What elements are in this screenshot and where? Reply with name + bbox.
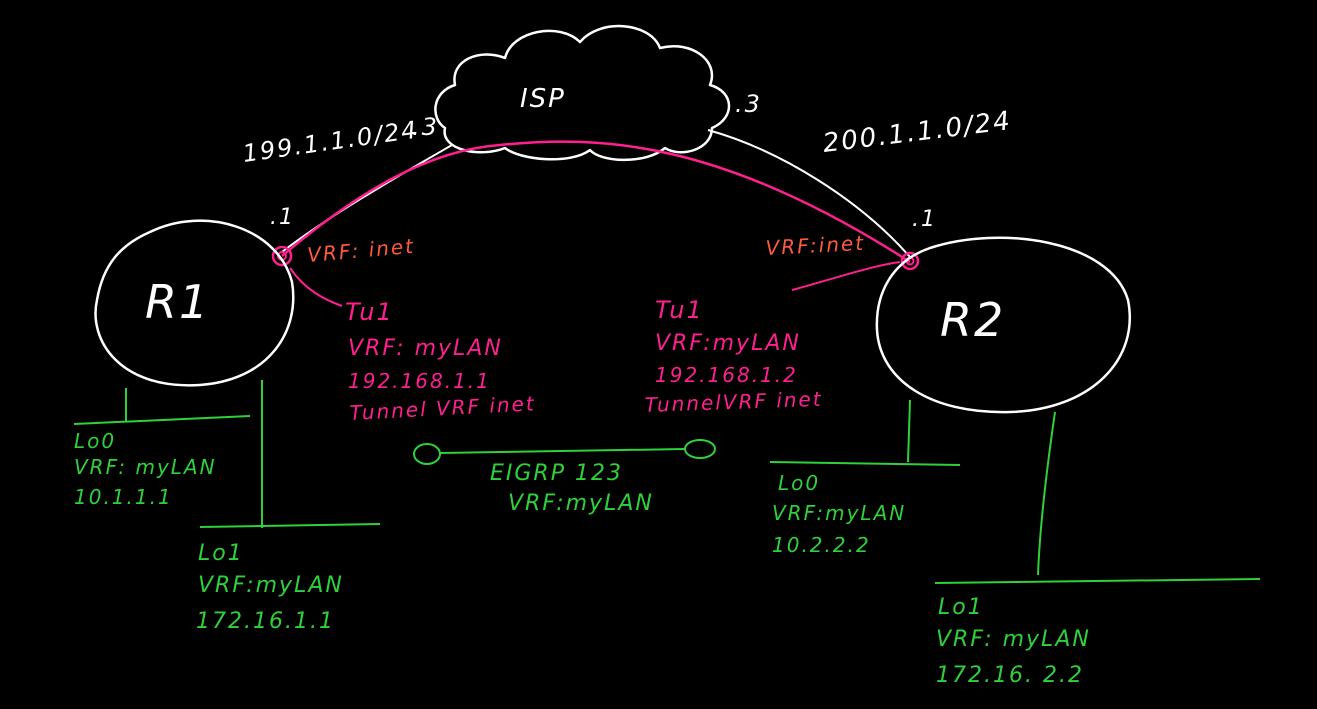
r1-tunnel-vrf: VRF: myLAN	[348, 336, 503, 361]
r2-tunnel-ip: 192.168.1.2	[655, 363, 798, 387]
r1-lo1-ip: 172.16.1.1	[196, 609, 335, 634]
r1-outside-interface	[271, 245, 293, 267]
eigrp-adjacency: EIGRP 123 VRF:myLAN	[413, 439, 716, 516]
r1-tunnel-name: Tu1	[345, 298, 394, 326]
r1-lo0-ip: 10.1.1.1	[74, 485, 173, 509]
r1-label: R1	[145, 275, 210, 329]
r2-tunnel-leader	[791, 261, 901, 291]
router-r2: R2	[875, 236, 1131, 414]
eigrp-process-label: EIGRP 123	[490, 461, 623, 486]
r1-lo0-vrf: VRF: myLAN	[74, 455, 217, 479]
r1-lo0-name: Lo0	[74, 429, 116, 453]
r2-tunnel-name: Tu1	[655, 296, 704, 324]
r2-host-label: .1	[912, 207, 937, 232]
r2-lo0-name: Lo0	[778, 471, 820, 495]
r1-outside-vrf-label: VRF: inet	[306, 234, 416, 267]
r1-lo1-vrf: VRF:myLAN	[198, 573, 344, 598]
r1-tunnel-source-vrf: Tunnel VRF inet	[349, 391, 536, 425]
r2-subnet-label: 200.1.1.0/24	[821, 106, 1013, 159]
r2-isp-link	[707, 129, 911, 258]
eigrp-vrf-label: VRF:myLAN	[508, 491, 654, 516]
r2-label: R2	[940, 293, 1005, 347]
r1-lo1-segment: Lo1 VRF:myLAN 172.16.1.1	[196, 380, 381, 634]
r2-tunnel-details: Tu1 VRF:myLAN 192.168.1.2 TunnelVRF inet	[644, 296, 823, 417]
r1-tunnel-leader	[289, 267, 343, 307]
r2-outside-vrf-label: VRF:inet	[765, 231, 866, 260]
r1-tunnel-ip: 192.168.1.1	[348, 369, 491, 393]
r2-tunnel-vrf: VRF:myLAN	[655, 331, 801, 356]
r1-subnet-label: 199.1.1.0/24	[241, 116, 420, 168]
r1-isp-host-label: .3	[412, 113, 439, 141]
r1-lo0-segment: Lo0 VRF: myLAN 10.1.1.1	[73, 388, 251, 509]
r2-lo0-ip: 10.2.2.2	[772, 533, 871, 557]
r2-lo1-vrf: VRF: myLAN	[936, 627, 1091, 652]
r2-lo1-name: Lo1	[938, 595, 984, 620]
r2-isp-host-label: .3	[735, 90, 762, 118]
isp-cloud: ISP	[434, 24, 731, 162]
r1-tunnel-details: Tu1 VRF: myLAN 192.168.1.1 Tunnel VRF in…	[345, 298, 536, 425]
gre-tunnel	[281, 140, 911, 264]
r2-tunnel-source-vrf: TunnelVRF inet	[644, 387, 823, 417]
r2-lo0-vrf: VRF:myLAN	[772, 501, 906, 525]
r2-lo1-ip: 172.16. 2.2	[936, 663, 1084, 688]
r1-host-label: .1	[270, 205, 295, 230]
r2-lo1-segment: Lo1 VRF: myLAN 172.16. 2.2	[934, 411, 1261, 688]
r1-lo1-name: Lo1	[198, 541, 244, 566]
r1-isp-link	[281, 144, 453, 253]
isp-label: ISP	[520, 84, 566, 114]
router-r1: R1	[94, 219, 295, 387]
r2-lo0-segment: Lo0 VRF:myLAN 10.2.2.2	[769, 399, 961, 557]
